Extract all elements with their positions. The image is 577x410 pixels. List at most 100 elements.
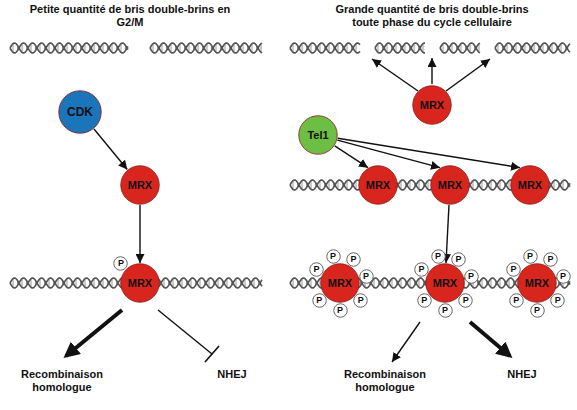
phosphate-circle: P <box>326 249 341 264</box>
dna-strand <box>440 43 480 53</box>
node-text: CDK <box>67 106 93 118</box>
arrow-connector <box>335 146 368 168</box>
dna-strand <box>440 43 480 53</box>
circle-shape <box>426 264 465 303</box>
complex-circle: MRX <box>510 165 550 205</box>
inhibition-line <box>158 310 212 354</box>
node-text: MRX <box>525 278 549 289</box>
phosphate-circle: P <box>309 262 324 277</box>
complex-circle: MRX <box>517 263 557 303</box>
node-text: MRX <box>420 100 444 111</box>
complex-circle: MRX <box>358 165 398 205</box>
circle-shape <box>59 91 102 134</box>
inhibition-bar <box>205 346 219 362</box>
node-text: P <box>513 296 519 305</box>
dna-strand <box>10 278 128 288</box>
circle-shape <box>321 264 360 303</box>
node-text: P <box>363 272 369 281</box>
phosphate-circle: P <box>438 303 453 318</box>
dna-helix <box>290 43 360 53</box>
circle-shape <box>333 303 347 317</box>
arrow-connector <box>337 140 440 168</box>
node-text: MRX <box>518 180 542 191</box>
panel-title: Grande quantité de bris double-brins tou… <box>325 3 540 29</box>
dna-strand <box>10 43 128 53</box>
circle-shape <box>452 253 466 267</box>
dna-strand <box>10 278 128 288</box>
circle-shape <box>114 257 128 271</box>
kinase-circle: Tel1 <box>298 115 338 155</box>
node-text: MRX <box>128 180 152 191</box>
phosphate-circle: P <box>333 303 348 318</box>
circle-shape <box>459 294 473 308</box>
phosphate-circle: P <box>509 293 524 308</box>
circle-shape <box>507 263 521 277</box>
complex-circle: MRX <box>425 263 465 303</box>
circle-shape <box>121 264 160 303</box>
dna-strand <box>150 43 262 53</box>
node-text: P <box>468 272 474 281</box>
phosphate-circle: P <box>431 249 446 264</box>
node-text: P <box>547 255 553 264</box>
node-text: P <box>534 306 540 315</box>
node-text: P <box>555 296 561 305</box>
dna-strand <box>375 43 425 53</box>
node-text: P <box>330 252 336 261</box>
circle-shape <box>556 269 570 283</box>
dna-helix <box>375 43 425 53</box>
dna-strand <box>290 180 570 190</box>
complex-circle: MRX <box>120 165 160 205</box>
phosphate-circle: P <box>451 252 466 267</box>
phosphate-circle: P <box>530 303 545 318</box>
phosphate-circle: P <box>543 252 558 267</box>
node-text: P <box>463 296 469 305</box>
dna-helix <box>290 180 570 190</box>
node-text: P <box>511 265 517 274</box>
circle-shape <box>551 294 565 308</box>
phosphate-circle: P <box>113 256 128 271</box>
phosphate-circle: P <box>353 293 368 308</box>
dna-helix <box>152 278 262 288</box>
node-text: P <box>316 296 322 305</box>
arrow <box>446 59 490 91</box>
circle-shape <box>544 253 558 267</box>
dna-helix <box>150 43 262 53</box>
phosphate-circle: P <box>464 269 479 284</box>
dna-strand <box>150 43 262 53</box>
node-text: MRX <box>433 278 457 289</box>
node-text: MRX <box>328 278 352 289</box>
circle-shape <box>530 303 544 317</box>
complex-circle: MRX <box>320 263 360 303</box>
dna-strand <box>495 43 570 53</box>
dna-strand <box>290 180 570 190</box>
thick-arrow <box>470 322 510 356</box>
node-text: MRX <box>366 180 390 191</box>
circle-shape <box>415 263 429 277</box>
outcome-label: NHEJ <box>202 368 262 381</box>
panel-title: Petite quantité de bris double-brins en … <box>23 3 238 29</box>
node-text: MRX <box>128 278 152 289</box>
circle-shape <box>413 86 452 125</box>
dna-strand <box>290 43 360 53</box>
outcome-label: NHEJ <box>492 368 552 381</box>
dna-strand <box>10 43 128 53</box>
node-text: P <box>314 265 320 274</box>
dna-helix <box>10 43 128 53</box>
node-text: P <box>419 265 425 274</box>
dna-strand <box>375 43 425 53</box>
node-text: P <box>527 252 533 261</box>
node-text: P <box>337 306 343 315</box>
node-text: P <box>455 255 461 264</box>
node-text: P <box>435 252 441 261</box>
circle-shape <box>326 250 340 264</box>
arrow-connector <box>94 129 127 170</box>
dna-strand <box>152 278 262 288</box>
node-text: P <box>442 306 448 315</box>
outcome-label: Recombinaison homologue <box>330 368 440 394</box>
phosphate-circle: P <box>346 252 361 267</box>
arrow-connector <box>139 205 140 263</box>
circle-shape <box>523 250 537 264</box>
